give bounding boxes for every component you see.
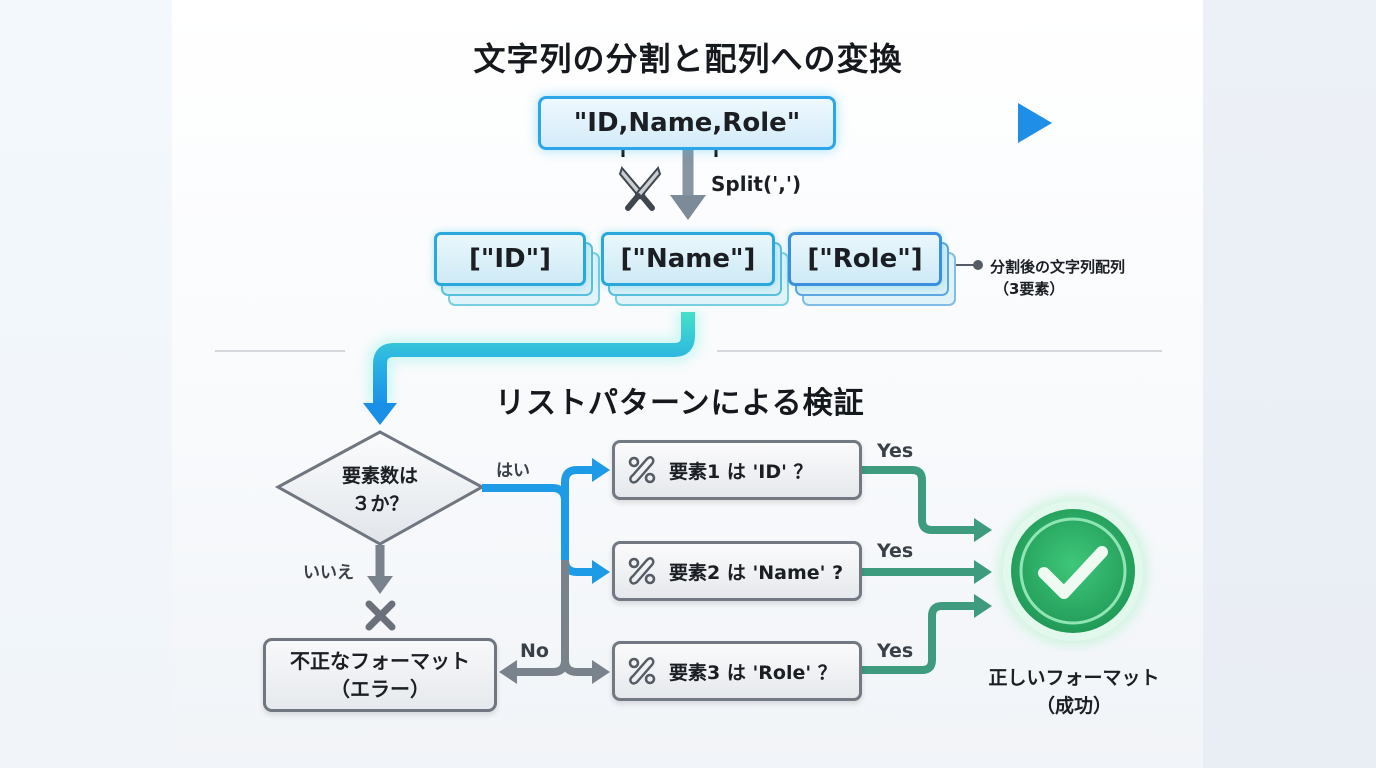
- array-element-role: ["Role"]: [788, 232, 956, 306]
- array-caption: 分割後の文字列配列 （3要素）: [990, 256, 1125, 300]
- check-element-2-text: 要素2 は 'Name' ?: [669, 561, 844, 584]
- array-element-id: ["ID"]: [434, 232, 600, 306]
- check1-result-label: Yes: [877, 440, 914, 462]
- array-element-name: ["Name"]: [601, 232, 789, 306]
- success-label: 正しいフォーマット （成功）: [960, 664, 1188, 720]
- check2-result-label: Yes: [877, 540, 914, 562]
- right-margin-panel: [1203, 0, 1376, 768]
- pattern-icon: [628, 456, 656, 484]
- array-caption-line2: （3要素）: [994, 280, 1065, 298]
- no-label: いいえ: [303, 563, 354, 583]
- check-element-1: 要素1 は 'ID' ？: [612, 440, 862, 500]
- error-line2: （エラー）: [330, 677, 430, 701]
- split-operation-label: Split(','): [711, 172, 802, 196]
- validation-title: リストパターンによる検証: [495, 386, 865, 421]
- source-string-box: "ID,Name,Role": [538, 96, 836, 150]
- main-title: 文字列の分割と配列への変換: [473, 40, 903, 78]
- success-line2: （成功）: [1035, 695, 1112, 717]
- decision-question-line2: ３か？: [351, 493, 409, 515]
- success-line1: 正しいフォーマット: [988, 667, 1160, 689]
- error-box: 不正なフォーマット （エラー）: [263, 638, 497, 712]
- check-element-3-text: 要素3 は 'Role' ？: [669, 661, 837, 684]
- error-line1: 不正なフォーマット: [290, 649, 470, 673]
- decision-question: 要素数は ３か？: [310, 462, 450, 518]
- check-element-1-text: 要素1 は 'ID' ？: [669, 460, 813, 483]
- yes-label: はい: [496, 461, 530, 481]
- array-caption-line1: 分割後の文字列配列: [990, 258, 1126, 276]
- left-margin-panel: [0, 0, 172, 768]
- array-element-text: ["ID"]: [434, 232, 586, 286]
- pattern-icon: [628, 657, 656, 685]
- source-string: "ID,Name,Role": [573, 108, 801, 138]
- array-element-text: ["Role"]: [788, 232, 942, 286]
- array-element-text: ["Name"]: [601, 232, 775, 286]
- pattern-icon: [628, 557, 656, 585]
- decision-question-line1: 要素数は: [341, 465, 418, 487]
- check3-result-label: Yes: [877, 640, 914, 662]
- no-branch-label: No: [520, 640, 549, 662]
- check-element-3: 要素3 は 'Role' ？: [612, 641, 862, 701]
- check-element-2: 要素2 は 'Name' ?: [612, 541, 862, 601]
